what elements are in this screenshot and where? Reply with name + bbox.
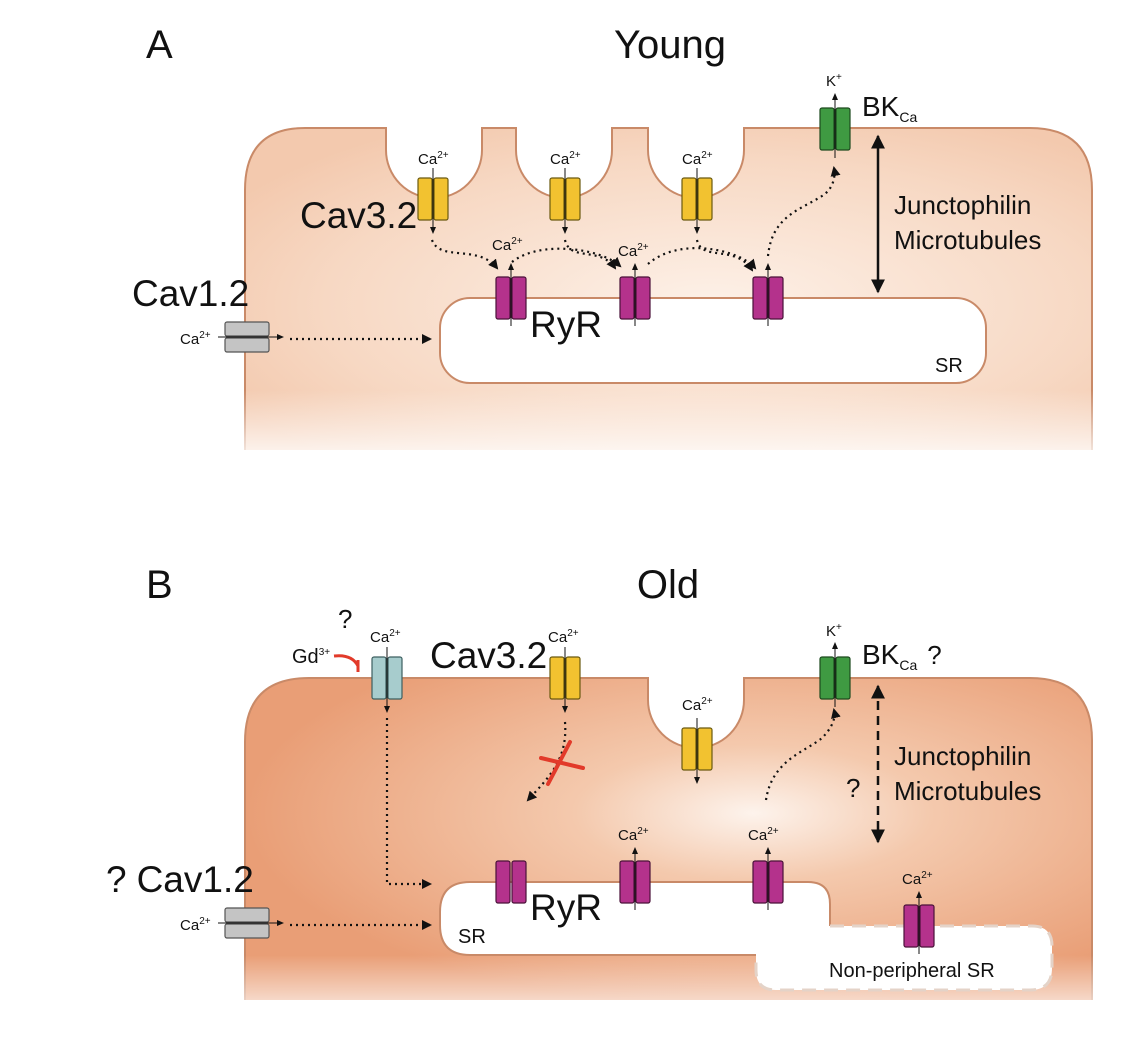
young-sr-label: SR xyxy=(935,355,963,377)
young-ca-label-cav-3: Ca2+ xyxy=(682,150,713,168)
young-microtubules-label: Microtubules xyxy=(894,225,1041,255)
panel-a-letter: A xyxy=(146,23,173,67)
young-cav12-channel xyxy=(218,321,284,353)
panel-a: A Young SR Ca2+ Ca2+ Ca2+ xyxy=(132,23,1132,470)
young-cav12-label: Cav1.2 xyxy=(132,273,249,314)
old-cav32-channel-caveola xyxy=(681,718,713,784)
old-ryr-channel-3 xyxy=(752,847,784,910)
panel-b-letter: B xyxy=(146,563,173,607)
old-bk-channel xyxy=(819,642,851,707)
old-cav32-channel-surface xyxy=(549,647,581,713)
young-bk-label: BKCa xyxy=(862,91,917,125)
old-ca-label-cav-2: Ca2+ xyxy=(682,696,713,714)
old-ca-label-ryr-2: Ca2+ xyxy=(618,826,649,844)
young-cav32-channel-2 xyxy=(549,168,581,234)
old-sr xyxy=(440,882,1052,990)
old-gd-label: Gd3+ xyxy=(292,646,330,668)
old-cav12-channel xyxy=(218,907,284,939)
panel-b-title: Old xyxy=(637,563,699,607)
young-junctophilin-label: Junctophilin xyxy=(894,190,1031,220)
old-ca-label-unknown: Ca2+ xyxy=(370,628,401,646)
old-ryr-label: RyR xyxy=(530,887,602,928)
old-ryr-channel-1 xyxy=(495,860,527,904)
young-k-ion-label: K+ xyxy=(826,72,842,90)
young-cav32-channel-1 xyxy=(417,168,449,234)
old-nonperipheral-sr-outline xyxy=(754,924,1054,992)
young-ryr-label: RyR xyxy=(530,304,602,345)
young-ca-label-ryr-1: Ca2+ xyxy=(492,236,523,254)
old-ca-label-ryr-3: Ca2+ xyxy=(748,826,779,844)
old-unknown-channel-question: ? xyxy=(338,604,352,634)
old-unknown-flux-arrow xyxy=(385,718,432,889)
young-cav32-channel-3 xyxy=(681,168,713,234)
old-cav32-label: Cav3.2 xyxy=(430,635,547,676)
old-ca-label-cav12: Ca2+ xyxy=(180,916,211,934)
panel-a-title: Young xyxy=(614,23,726,67)
old-microtubules-label: Microtubules xyxy=(894,776,1041,806)
panel-b: B Old SR Non-peripheral SR ? Ca2+ Gd3+ C… xyxy=(106,563,1132,1030)
old-gd-block-icon xyxy=(333,654,360,672)
old-sr-label: SR xyxy=(458,926,486,948)
young-sr xyxy=(439,297,987,384)
young-fade xyxy=(200,390,1132,470)
old-cav12-label: ?Cav1.2 xyxy=(106,859,254,900)
old-ca-label-cav-1: Ca2+ xyxy=(548,628,579,646)
old-sr-outline xyxy=(439,881,831,956)
old-junctophilin-label: Junctophilin xyxy=(894,741,1031,771)
old-ryr-channel-2 xyxy=(619,847,651,910)
young-bk-channel xyxy=(819,93,851,158)
young-ca-label-ryr-2: Ca2+ xyxy=(618,242,649,260)
old-nonperipheral-sr-label: Non-peripheral SR xyxy=(829,960,995,982)
young-cav32-label: Cav3.2 xyxy=(300,195,417,236)
young-ryr-channel-1 xyxy=(495,263,527,326)
old-blocked-x-icon xyxy=(539,740,585,786)
young-ca-label-cav-1: Ca2+ xyxy=(418,150,449,168)
old-ryr-channel-nonperipheral xyxy=(903,891,935,954)
old-ryr-to-bk-arrow xyxy=(764,708,841,801)
old-unknown-channel xyxy=(371,647,403,713)
young-ca-label-cav12: Ca2+ xyxy=(180,330,211,348)
old-k-ion-label: K+ xyxy=(826,622,842,640)
young-ca-label-cav-2: Ca2+ xyxy=(550,150,581,168)
young-ryr-channel-2 xyxy=(619,263,651,326)
old-bk-label: BKCa? xyxy=(862,639,942,673)
old-junctophilin-question: ? xyxy=(846,773,860,803)
young-ryr-channel-3 xyxy=(752,263,784,326)
old-ca-label-ryr-np: Ca2+ xyxy=(902,870,933,888)
young-calcium-flux-arrows xyxy=(430,166,841,272)
